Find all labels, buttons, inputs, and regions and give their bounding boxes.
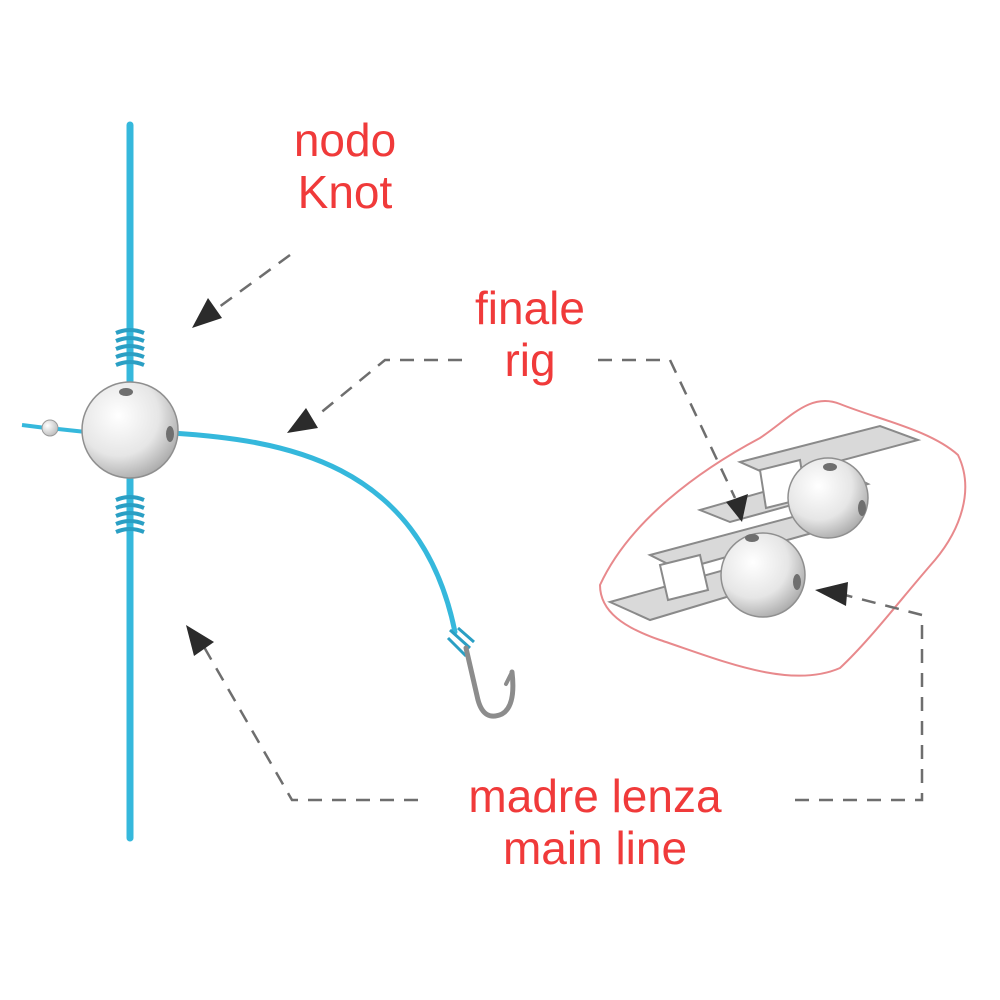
main-line-arrow-left: [186, 625, 214, 656]
package-bead-upper: [787, 457, 869, 539]
main-line: [115, 121, 145, 842]
rig-label-it: finale: [475, 282, 585, 334]
knot-label: nodo Knot: [270, 114, 420, 218]
leader-lines: [198, 253, 924, 802]
main-line-label: madre lenza main line: [420, 770, 770, 874]
rig-arrow: [287, 408, 318, 433]
bead-top-hole: [119, 388, 133, 396]
rig-label-en: rig: [504, 334, 556, 386]
fishing-hook-icon: [463, 645, 516, 719]
main-line-arrow-right: [815, 582, 848, 606]
main-line-leader-left: [198, 639, 418, 802]
package-outline: [598, 399, 967, 677]
rig-package-leader: [598, 358, 737, 499]
main-line-label-en: main line: [502, 822, 688, 874]
rig-leader: [317, 358, 462, 416]
knot-wrap-lower: [115, 495, 145, 534]
rig-line: [169, 430, 458, 635]
arrow-heads: [186, 298, 848, 656]
knot-arrow: [192, 298, 222, 328]
knot-wrap-upper: [115, 328, 145, 367]
knot-label-en: Knot: [297, 166, 393, 218]
knot-label-it: nodo: [293, 114, 397, 166]
bead-side-hole: [166, 426, 174, 442]
rig-label: finale rig: [450, 282, 610, 386]
knot-leader: [214, 253, 291, 312]
sliding-bead-icon: [81, 381, 179, 479]
small-bead-icon: [41, 419, 59, 437]
left-line-stub: [21, 419, 87, 437]
main-line-leader-right: [795, 593, 924, 802]
package-bead-lower: [720, 532, 806, 618]
hook-knot: [446, 626, 475, 658]
bead-package-icon: [598, 399, 967, 677]
main-line-label-it: madre lenza: [468, 770, 722, 822]
rig-package-arrow: [726, 494, 748, 522]
